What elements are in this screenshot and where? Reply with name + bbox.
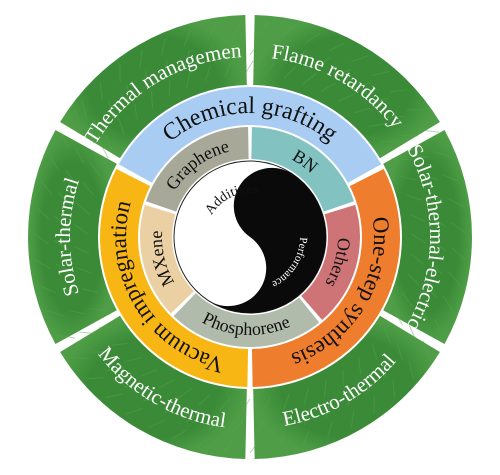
leaf-vein bbox=[381, 141, 398, 142]
center-yin-yang: Additives Performance bbox=[174, 161, 326, 313]
